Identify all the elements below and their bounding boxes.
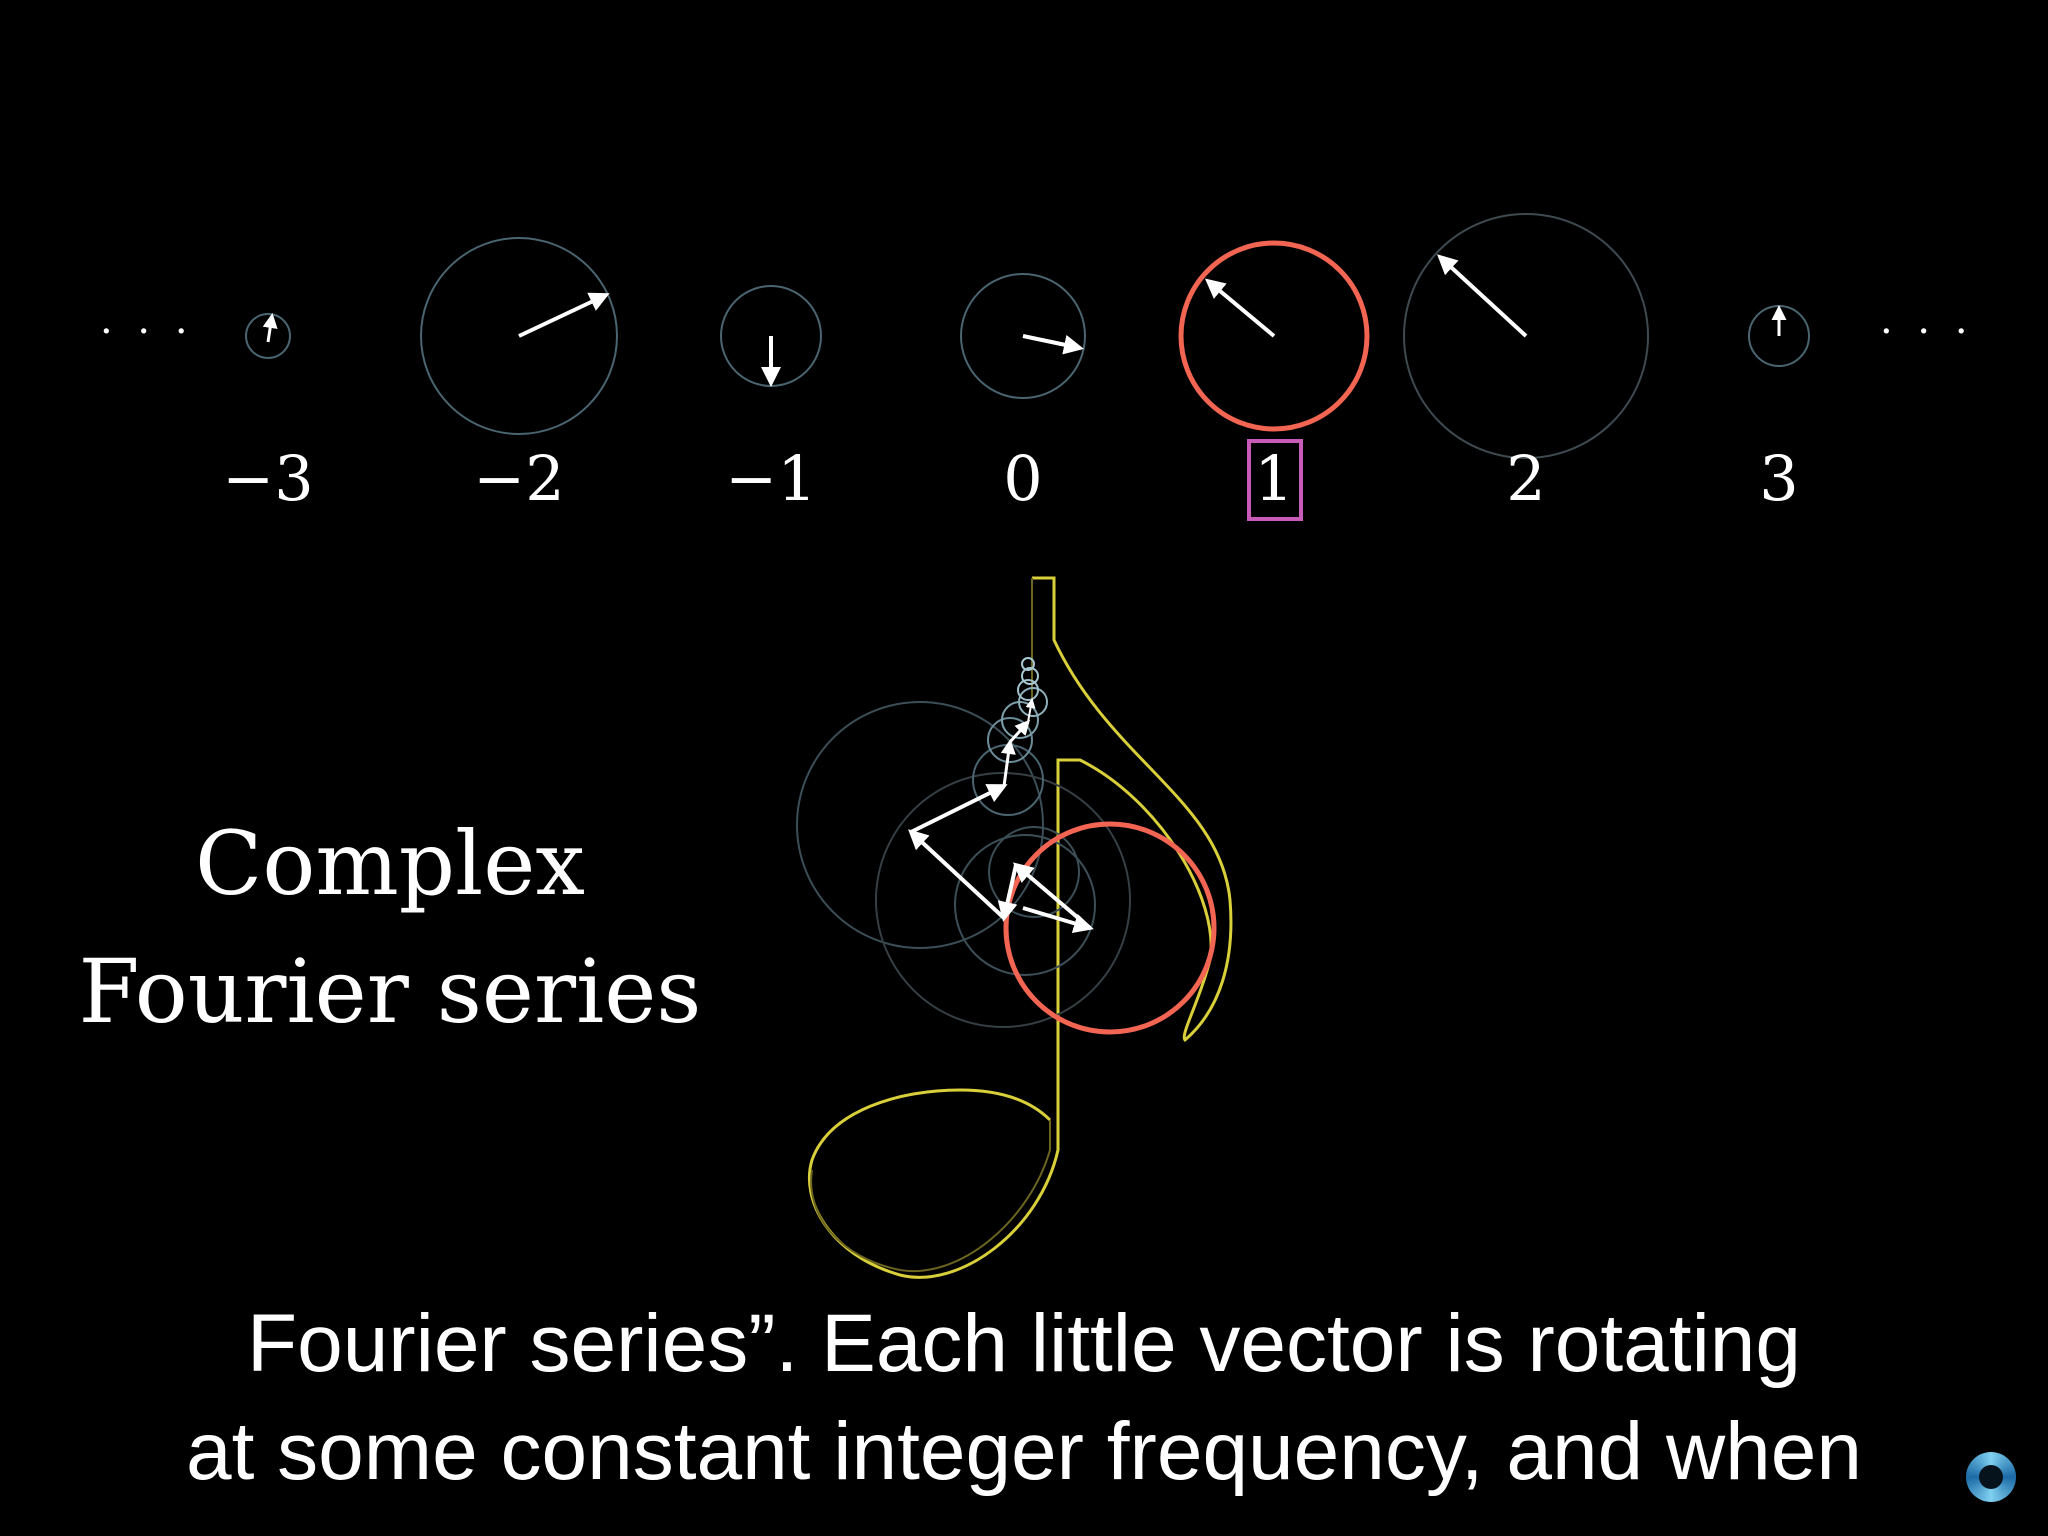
caption: Fourier series”. Each little vector is r…	[0, 1290, 2048, 1506]
epicycle-circle	[954, 834, 1096, 976]
vector-freq-1	[1204, 278, 1276, 338]
chain-vector	[1012, 862, 1092, 930]
circle-freq-2	[1403, 213, 1649, 459]
label-freq-2: 2	[1506, 442, 1545, 515]
chain-vector	[1000, 739, 1016, 787]
epicycle-chain	[796, 657, 1217, 1035]
note-outline-bright	[807, 576, 1233, 1279]
slide-title: Complex Fourier series	[40, 800, 740, 1056]
caption-line-1: Fourier series”. Each little vector is r…	[247, 1298, 1801, 1389]
chain-vector	[1025, 698, 1036, 723]
vector-freq-0	[1022, 334, 1084, 355]
circle-freq-1-highlighted	[1178, 240, 1370, 432]
label-freq-3: 3	[1759, 442, 1798, 515]
epicycle-circle	[1018, 687, 1048, 717]
frequency-labels: −3 −2 −1 0 1 2 3	[222, 439, 1799, 521]
highlight-box	[1247, 439, 1303, 521]
note-outline-dim	[810, 578, 1051, 1273]
label-freq-1: 1	[1254, 442, 1293, 515]
chain-vector	[908, 829, 1006, 920]
epicycle-circle	[988, 826, 1080, 918]
chain-vector	[910, 784, 1008, 834]
title-line-1: Complex	[195, 812, 585, 915]
epicycle-circle	[987, 717, 1033, 763]
epicycle-circle	[875, 772, 1131, 1028]
chain-vector	[997, 864, 1018, 922]
label-freq-neg2: −2	[473, 442, 564, 515]
loading-spinner-icon	[1966, 1452, 2016, 1502]
music-note-trace	[807, 576, 1233, 1279]
label-freq-neg1: −1	[725, 442, 816, 515]
epicycle-circle	[1021, 667, 1039, 685]
vector-freq-neg2	[518, 292, 610, 338]
ellipsis-left: · · ·	[100, 309, 194, 355]
circle-freq-neg2	[420, 237, 618, 435]
epicycle-circle	[796, 701, 1044, 949]
vector-freq-2	[1437, 254, 1528, 338]
circle-freq-0	[960, 273, 1086, 399]
frequency-circles	[245, 213, 1810, 459]
ellipsis-right: · · ·	[1880, 309, 1974, 355]
chain-vector	[1022, 906, 1094, 934]
title-line-2: Fourier series	[78, 940, 702, 1043]
chain-vector	[1008, 719, 1031, 744]
epicycle-circle-highlighted	[1003, 821, 1217, 1035]
caption-line-2: at some constant integer frequency, and …	[186, 1406, 1862, 1497]
epicycle-circle	[1021, 657, 1035, 671]
vector-freq-neg3	[262, 313, 278, 343]
label-freq-0: 0	[1003, 442, 1042, 515]
label-freq-neg3: −3	[222, 442, 313, 515]
